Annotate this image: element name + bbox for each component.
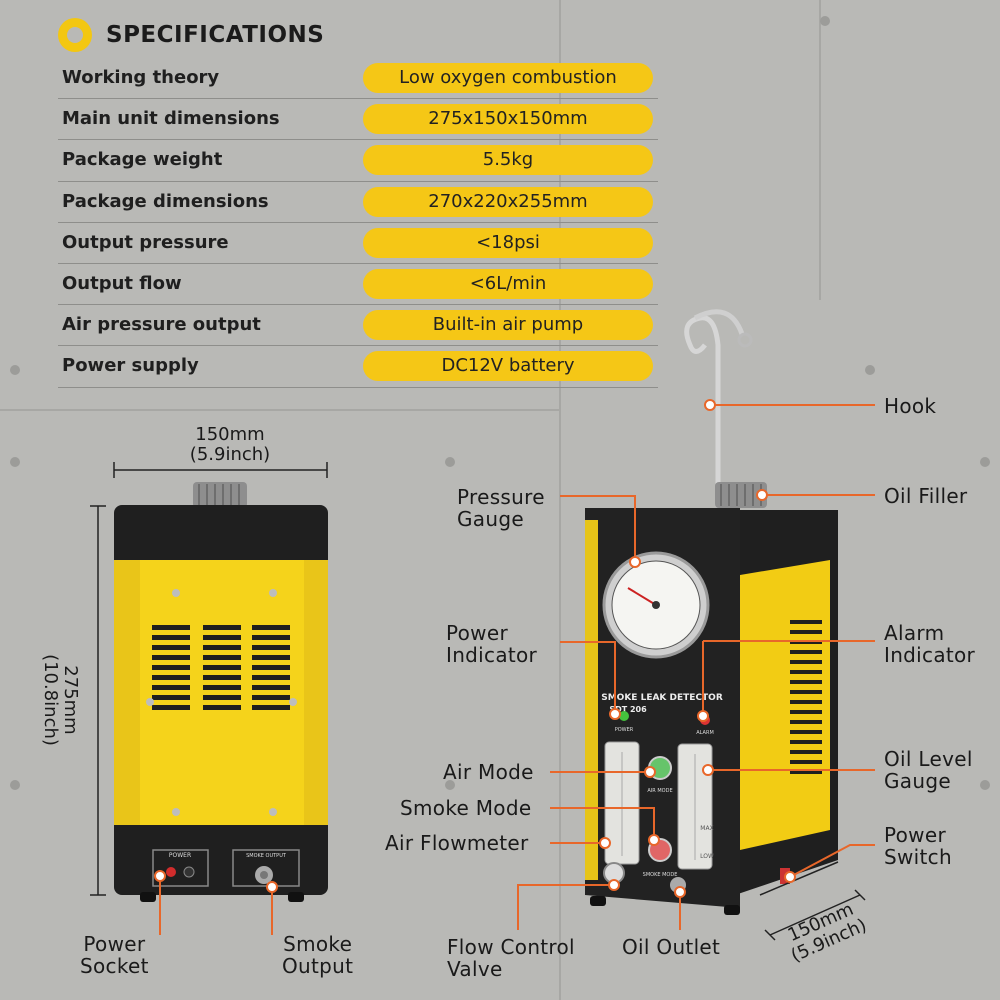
spec-label: Output pressure <box>62 231 229 253</box>
spec-label: Working theory <box>62 67 220 88</box>
spec-value: 5.5kg <box>363 145 653 176</box>
spec-row: Air pressure output Built-in air pump <box>58 305 658 347</box>
spec-value: <6L/min <box>363 268 653 299</box>
specifications-table: Working theory Low oxygen combustion Main… <box>58 58 658 388</box>
callout-oil-filler: Oil Filler <box>884 484 968 508</box>
spec-label: Package dimensions <box>62 190 269 212</box>
callout-flow-control-valve: Flow Control Valve <box>447 935 575 981</box>
alarm-led-label: ALARM <box>696 730 714 736</box>
spec-value: 270x220x255mm <box>363 186 653 217</box>
specifications-title: SPECIFICATIONS <box>106 22 325 48</box>
front-title-label: SMOKE LEAK DETECTOR <box>601 693 723 703</box>
power-led-label: POWER <box>615 727 634 733</box>
smoke-mode-label: SMOKE MODE <box>643 872 678 878</box>
spec-value: <18psi <box>363 227 653 258</box>
callout-air-flowmeter: Air Flowmeter <box>385 831 529 855</box>
spec-value: 275x150x150mm <box>363 104 653 135</box>
back-power-label: POWER <box>169 852 191 859</box>
circle-bullet-icon <box>58 18 92 52</box>
spec-row: Package dimensions 270x220x255mm <box>58 182 658 223</box>
spec-value: Low oxygen combustion <box>363 63 653 93</box>
callout-oil-outlet: Oil Outlet <box>622 935 721 959</box>
spec-row: Package weight 5.5kg <box>58 140 658 182</box>
spec-row: Power supply DC12V battery <box>58 346 658 388</box>
back-smoke-label: SMOKE OUTPUT <box>246 853 287 859</box>
callout-smoke-output: Smoke Output <box>282 932 354 978</box>
spec-label: Power supply <box>62 355 199 377</box>
callout-hook: Hook <box>884 394 937 418</box>
back-view-unit: POWER SMOKE OUTPUT <box>114 482 328 902</box>
callout-smoke-mode: Smoke Mode <box>400 796 532 820</box>
spec-label: Main unit dimensions <box>62 108 280 130</box>
callout-pressure-gauge: Pressure Gauge <box>457 485 545 531</box>
spec-label: Package weight <box>62 149 223 171</box>
callout-power-socket: Power Socket <box>80 932 149 978</box>
specifications-header: SPECIFICATIONS <box>58 18 324 52</box>
callout-air-mode: Air Mode <box>443 760 534 784</box>
height-dimension-label: 275mm (10.8inch) <box>40 654 81 746</box>
spec-row: Output flow <6L/min <box>58 264 658 306</box>
spec-row: Output pressure <18psi <box>58 223 658 264</box>
callout-power-indicator: Power Indicator <box>446 621 538 667</box>
spec-label: Air pressure output <box>62 314 261 336</box>
air-mode-label: AIR MODE <box>647 788 672 794</box>
spec-row: Main unit dimensions 275x150x150mm <box>58 99 658 141</box>
spec-label: Output flow <box>62 272 182 294</box>
oil-max-label: MAX <box>700 825 713 832</box>
spec-value: DC12V battery <box>363 351 653 382</box>
callout-alarm-indicator: Alarm Indicator <box>884 621 976 667</box>
front-model-label: SDT 206 <box>609 705 647 714</box>
oil-low-label: LOW <box>700 853 714 860</box>
callout-oil-level-gauge: Oil Level Gauge <box>884 747 973 793</box>
spec-value: Built-in air pump <box>363 310 653 341</box>
width-dimension-label: 150mm (5.9inch) <box>189 424 271 465</box>
spec-row: Working theory Low oxygen combustion <box>58 58 658 100</box>
callout-power-switch: Power Switch <box>884 823 952 869</box>
